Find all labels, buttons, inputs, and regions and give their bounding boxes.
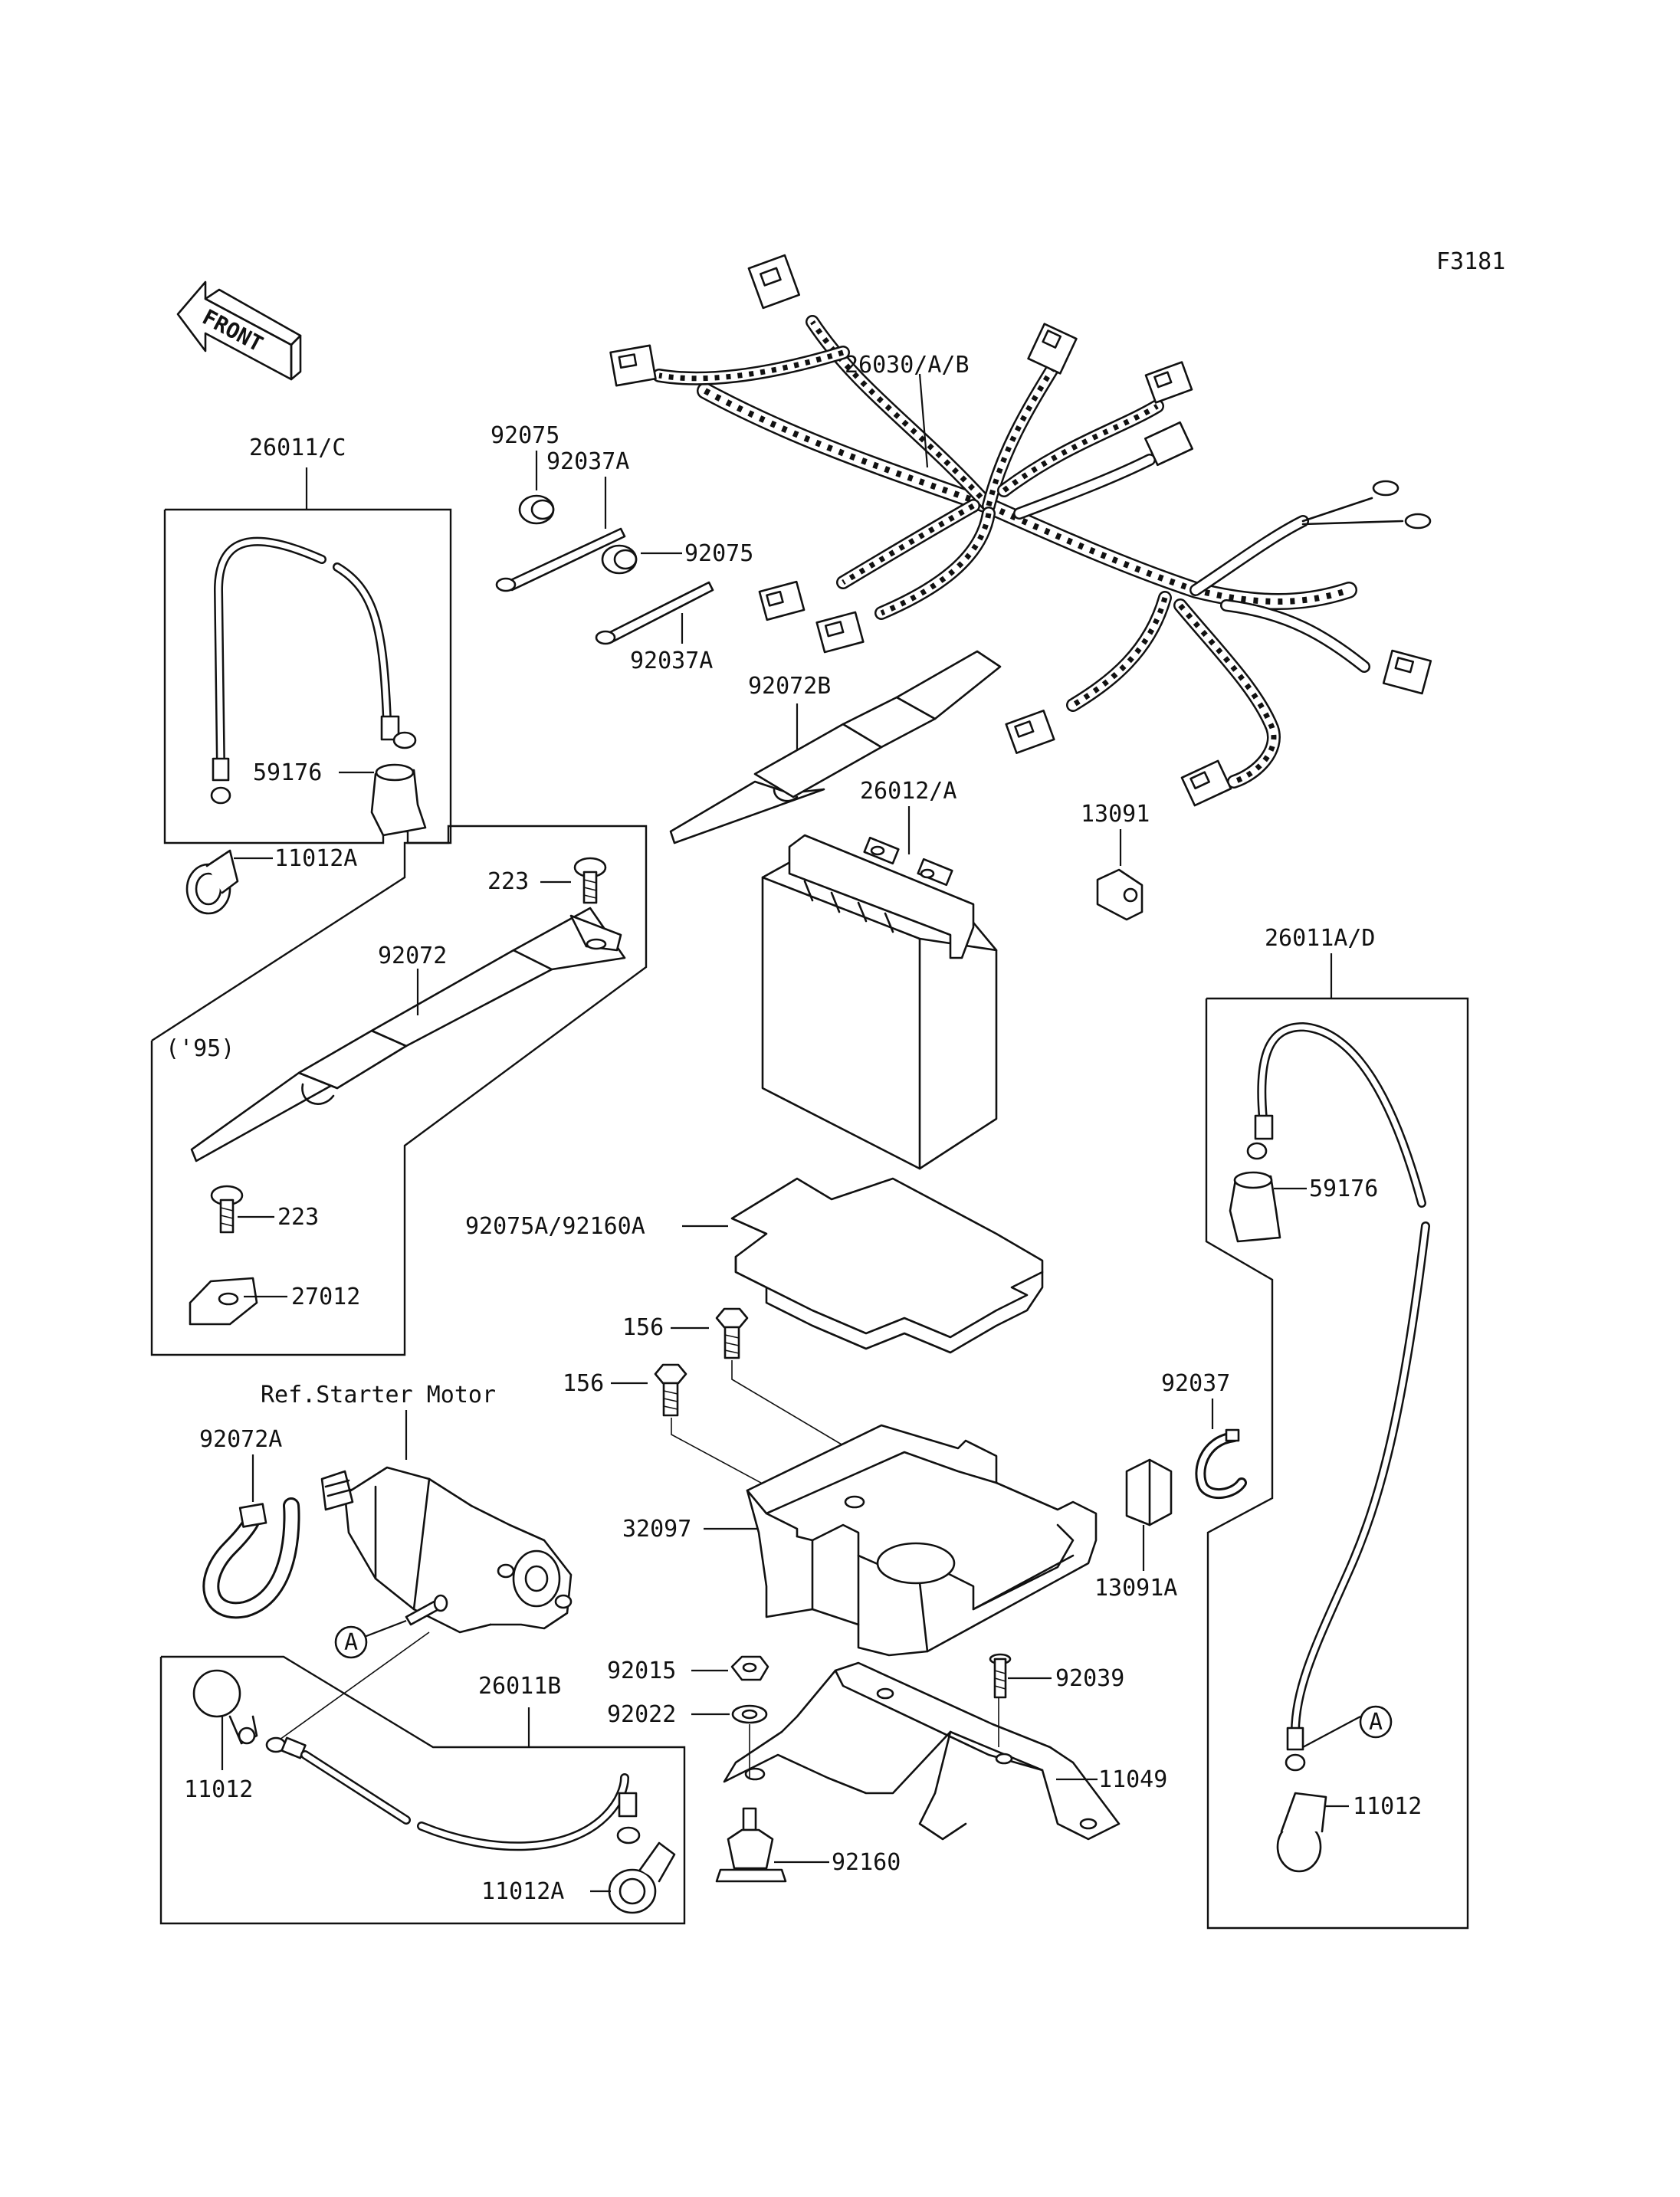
tray [723,1661,1121,1841]
battery-cap-left [370,763,427,837]
band-mid-label: 92037A [630,648,713,674]
harness-label: 26030/A/B [845,352,970,379]
marker-a-right: A [1359,1705,1393,1739]
strap-b-label: 92072B [748,673,831,700]
damper [715,1807,787,1883]
grommet-mid-label: 92075 [684,540,753,567]
ref-starter-label: Ref.Starter Motor [261,1382,496,1408]
figure-code: F3181 [1436,248,1505,275]
bolt-lower-label: 156 [563,1370,604,1397]
clamp-92037-label: 92037 [1161,1370,1230,1397]
strap-a [202,1497,300,1619]
boot-left-label: 11012A [274,845,357,872]
case-label: 32097 [622,1516,691,1543]
battery-pad [730,1177,1044,1354]
battery-cable-ad-label: 26011A/D [1265,925,1376,952]
nut-label: 92015 [607,1658,676,1684]
washer-label: 92022 [607,1701,676,1728]
cap-13091a [1125,1458,1173,1526]
damper-label: 92160 [832,1849,901,1876]
strap-b [669,650,1002,844]
strap-a-label: 92072A [199,1426,282,1453]
bolt-upper [715,1307,749,1359]
screw-low [210,1185,244,1234]
bracket-27012 [189,1277,258,1326]
pad-label: 92075A/92160A [465,1213,645,1240]
bolt-upper-label: 156 [622,1314,664,1341]
battery-cable-ad-box [1205,997,1469,1930]
clamp-13091 [1096,868,1144,921]
stud [989,1653,1012,1699]
svg-text:A: A [1369,1709,1383,1736]
battery-cable-b-label: 26011B [478,1673,561,1700]
clamp-13091-label: 13091 [1081,801,1150,828]
marker-a-left: A [334,1625,368,1659]
grommet-top-label: 92075 [491,422,559,449]
front-arrow-icon: FRONT [176,280,302,381]
battery-case [746,1424,1098,1657]
boot-left [185,849,239,915]
battery-cable-ad [1246,1022,1430,1772]
year-95-box [150,825,648,1356]
cap-left-label: 59176 [253,759,322,786]
strap-95 [190,907,626,1162]
band-top-label: 92037A [546,448,629,475]
tray-label: 11049 [1098,1766,1167,1793]
band-mid [595,581,714,645]
battery [761,834,998,1170]
grommet-top [518,494,555,525]
stud-label: 92039 [1055,1665,1124,1692]
battery-cable-c [210,536,417,805]
cap-right-label: 59176 [1309,1176,1378,1202]
battery-cable-b [265,1736,641,1851]
battery-cable-b-box [159,1655,686,1925]
battery-label: 26012/A [860,778,956,805]
washer [731,1704,768,1724]
starter-motor [320,1466,573,1634]
bracket-27012-label: 27012 [291,1284,360,1310]
wiring-harness [609,254,1432,807]
cover-left-label: 11012 [184,1776,253,1803]
cover-right-label: 11012 [1353,1793,1422,1820]
svg-text:A: A [344,1629,358,1656]
screw-low-label: 223 [277,1204,319,1231]
grommet-mid [601,544,638,575]
screw-top-label: 223 [487,868,529,895]
battery-cap-right [1229,1171,1281,1243]
nut [730,1655,769,1681]
boot-bottom [608,1841,676,1914]
bolt-lower [654,1363,687,1417]
year-note: ('95) [166,1035,235,1062]
band-top [495,527,626,592]
strap-95-label: 92072 [378,943,447,969]
boot-bottom-label: 11012A [481,1878,564,1905]
screw-top [573,857,607,904]
cover-right [1276,1792,1327,1873]
battery-cable-c-label: 26011/C [249,434,346,461]
cover-left [192,1669,258,1745]
cap-13091a-label: 13091A [1094,1575,1177,1602]
clamp-92037 [1195,1428,1247,1500]
